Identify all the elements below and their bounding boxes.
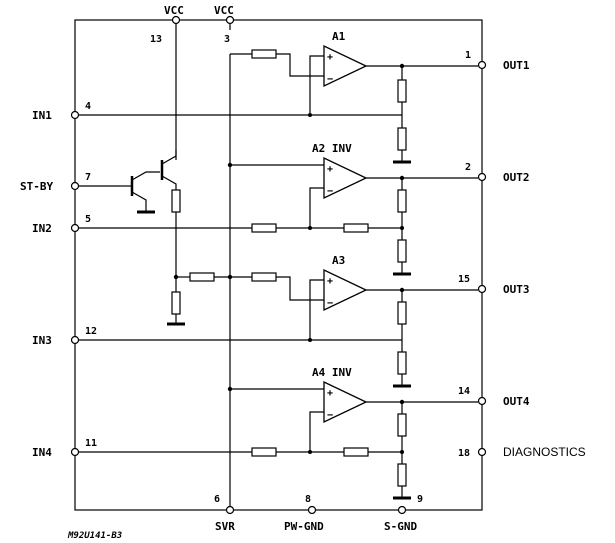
a3-feedback (309, 279, 324, 340)
pwgnd-label: PW-GND (284, 520, 324, 533)
a1-divider-resistor-2 (397, 127, 407, 151)
a1-divider-resistor-1 (397, 79, 407, 103)
pin-4-number: 4 (85, 101, 91, 112)
a1-opamp (323, 44, 368, 88)
out1-label: OUT1 (503, 59, 530, 72)
pin-5-number: 5 (85, 214, 91, 225)
a2-opamp (323, 156, 368, 200)
bias-wire-right (276, 276, 324, 301)
pin-3-number: 3 (224, 34, 230, 45)
a3-plus: + (327, 276, 333, 287)
pwgnd-terminal (307, 505, 317, 515)
q2-collector-down (161, 175, 177, 190)
a1-in-junction (308, 113, 312, 117)
out4-terminal (477, 396, 487, 406)
in3-label: IN3 (32, 334, 52, 347)
a3-divider-resistor-2 (397, 351, 407, 375)
a2-inv-link (309, 187, 324, 228)
a4-fb-junction (400, 450, 404, 454)
pin-1-number: 1 (465, 50, 471, 61)
a2-minus: − (327, 186, 333, 197)
svr-terminal (225, 505, 235, 515)
a2-divider-resistor-1 (397, 189, 407, 213)
vcc-label-2: VCC (214, 4, 234, 17)
diagnostics-label: DIAGNOSTICS (503, 445, 586, 459)
a4-opamp (323, 380, 368, 424)
a1-minus: − (327, 74, 333, 85)
q2-emitter-up (161, 150, 177, 165)
pin-2-number: 2 (465, 162, 471, 173)
a2-plus: + (327, 164, 333, 175)
a3-in-junction (308, 338, 312, 342)
a2-label: A2 INV (312, 142, 352, 155)
diagnostics-terminal (477, 447, 487, 457)
ic-package-outline (74, 19, 483, 511)
bias-pulldown-resistor (171, 291, 181, 315)
pin-7-number: 7 (85, 172, 91, 183)
sgnd-terminal (397, 505, 407, 515)
a4-inv-link (309, 411, 324, 452)
out3-terminal (477, 284, 487, 294)
out2-label: OUT2 (503, 171, 530, 184)
in1-label: IN1 (32, 109, 52, 122)
q2-emitter-resistor (171, 189, 181, 213)
vcc-terminal-13 (171, 15, 181, 25)
a1-plus: + (327, 52, 333, 63)
in2-label: IN2 (32, 222, 52, 235)
out3-label: OUT3 (503, 283, 530, 296)
in2-terminal (70, 223, 80, 233)
figure-code: M92U141-B3 (67, 531, 122, 541)
pin-11-number: 11 (85, 438, 97, 449)
in1-terminal (70, 110, 80, 120)
a4-label: A4 INV (312, 366, 352, 379)
svr-label: SVR (215, 520, 235, 533)
a4-input-resistor (251, 447, 277, 457)
a2-input-resistor (251, 223, 277, 233)
a4-divider-resistor-2 (397, 463, 407, 487)
pin-15-number: 15 (458, 274, 470, 285)
a2-divider-resistor-2 (397, 239, 407, 263)
a4-in-junction (308, 450, 312, 454)
a2-feedback-resistor (343, 223, 369, 233)
in4-terminal (70, 447, 80, 457)
pin-8-number: 8 (305, 494, 311, 505)
a1-bias-wire (276, 53, 324, 77)
a3-opamp (323, 268, 368, 312)
in3-terminal (70, 335, 80, 345)
out1-terminal (477, 60, 487, 70)
a4-plus: + (327, 388, 333, 399)
a2-in-junction (308, 226, 312, 230)
stby-label: ST-BY (20, 180, 53, 193)
pin-14-number: 14 (458, 386, 470, 397)
in4-label: IN4 (32, 446, 52, 459)
a1-bias-resistor (251, 49, 277, 59)
a1-feedback (309, 55, 324, 115)
q1-emitter (131, 191, 147, 212)
a4-minus: − (327, 410, 333, 421)
pin-6-number: 6 (214, 494, 220, 505)
vcc-label-1: VCC (164, 4, 184, 17)
a4-feedback-resistor (343, 447, 369, 457)
a3-label: A3 (332, 254, 345, 267)
pin-13-number: 13 (150, 34, 162, 45)
a2-fb-junction (400, 226, 404, 230)
sgnd-label: S-GND (384, 520, 417, 533)
vcc-terminal-3 (225, 15, 235, 25)
a3-divider-resistor-1 (397, 301, 407, 325)
a4-divider-resistor-1 (397, 413, 407, 437)
pin-12-number: 12 (85, 326, 97, 337)
q1-collector (131, 171, 160, 181)
out4-label: OUT4 (503, 395, 530, 408)
pin-18-number: 18 (458, 448, 470, 459)
a3-minus: − (327, 298, 333, 309)
a1-label: A1 (332, 30, 346, 43)
pin-9-number: 9 (417, 494, 423, 505)
out2-terminal (477, 172, 487, 182)
stby-terminal (70, 181, 80, 191)
bias-resistor-1 (189, 272, 215, 282)
bias-resistor-2 (251, 272, 277, 282)
